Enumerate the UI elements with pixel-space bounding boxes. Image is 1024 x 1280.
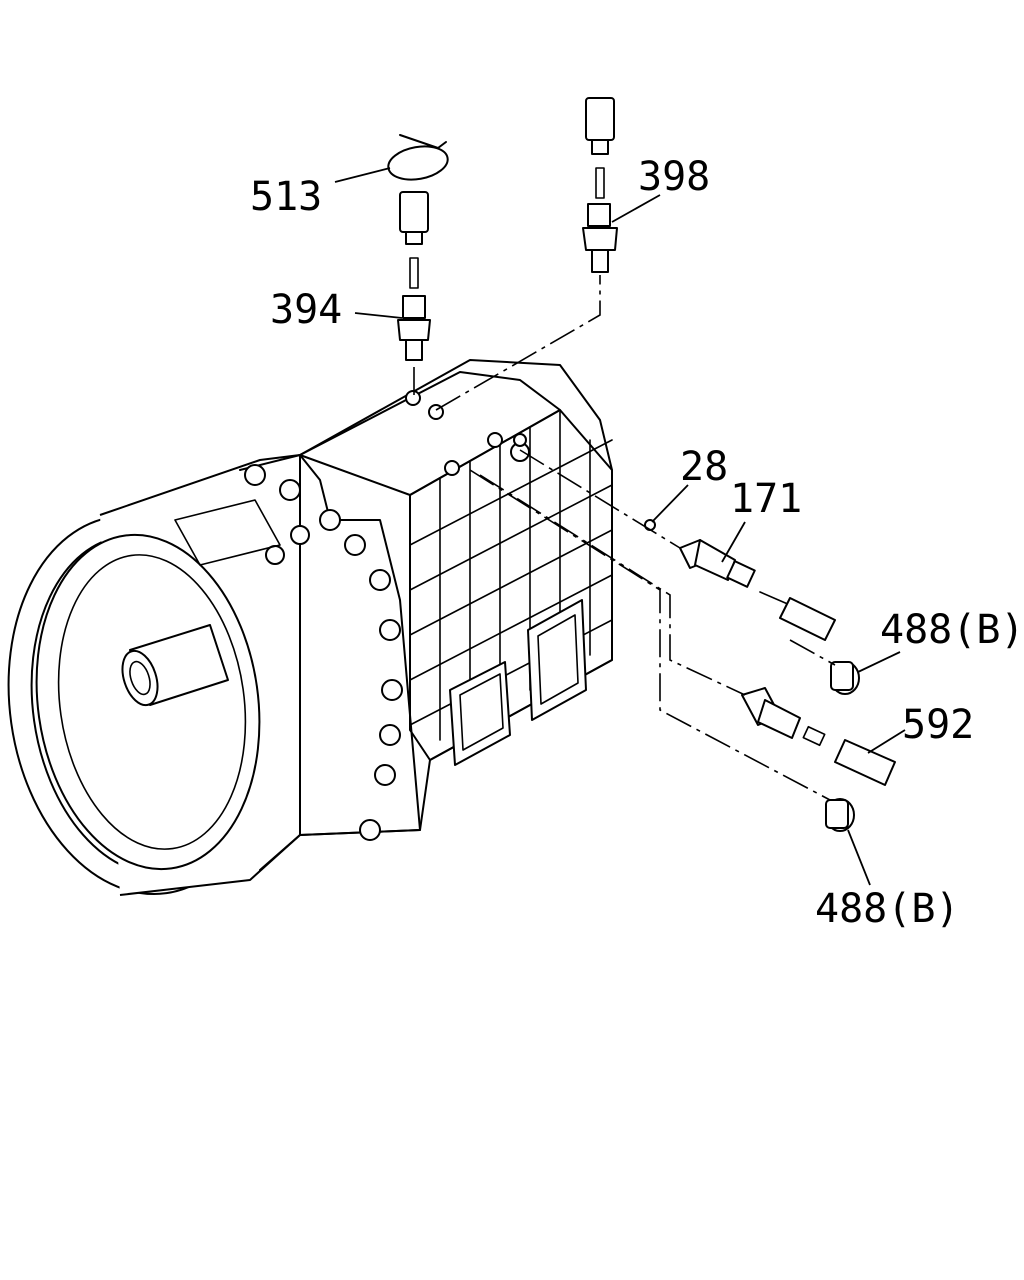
transmission-housing [7,359,613,896]
part-592-switch [741,687,896,786]
callout-28: 28 [680,444,728,490]
callout-592: 592 [902,702,974,748]
part-394-switch [397,191,431,361]
part-171-switch [679,539,836,641]
part-398-switch [582,97,618,273]
part-488b-plug-upper [830,661,860,695]
callout-513: 513 [250,174,322,220]
part-513-clip [387,134,449,181]
flange-bolts [244,464,403,841]
part-488b-plug-lower [825,798,855,832]
assembly-guide-lines [413,275,836,801]
callout-171: 171 [730,476,802,522]
callout-leaders [334,167,906,886]
callout-394: 394 [270,287,342,333]
callout-398: 398 [638,154,710,200]
callout-488b-lower: 488(B) [815,886,960,932]
callout-488b-upper: 488(B) [880,607,1024,653]
